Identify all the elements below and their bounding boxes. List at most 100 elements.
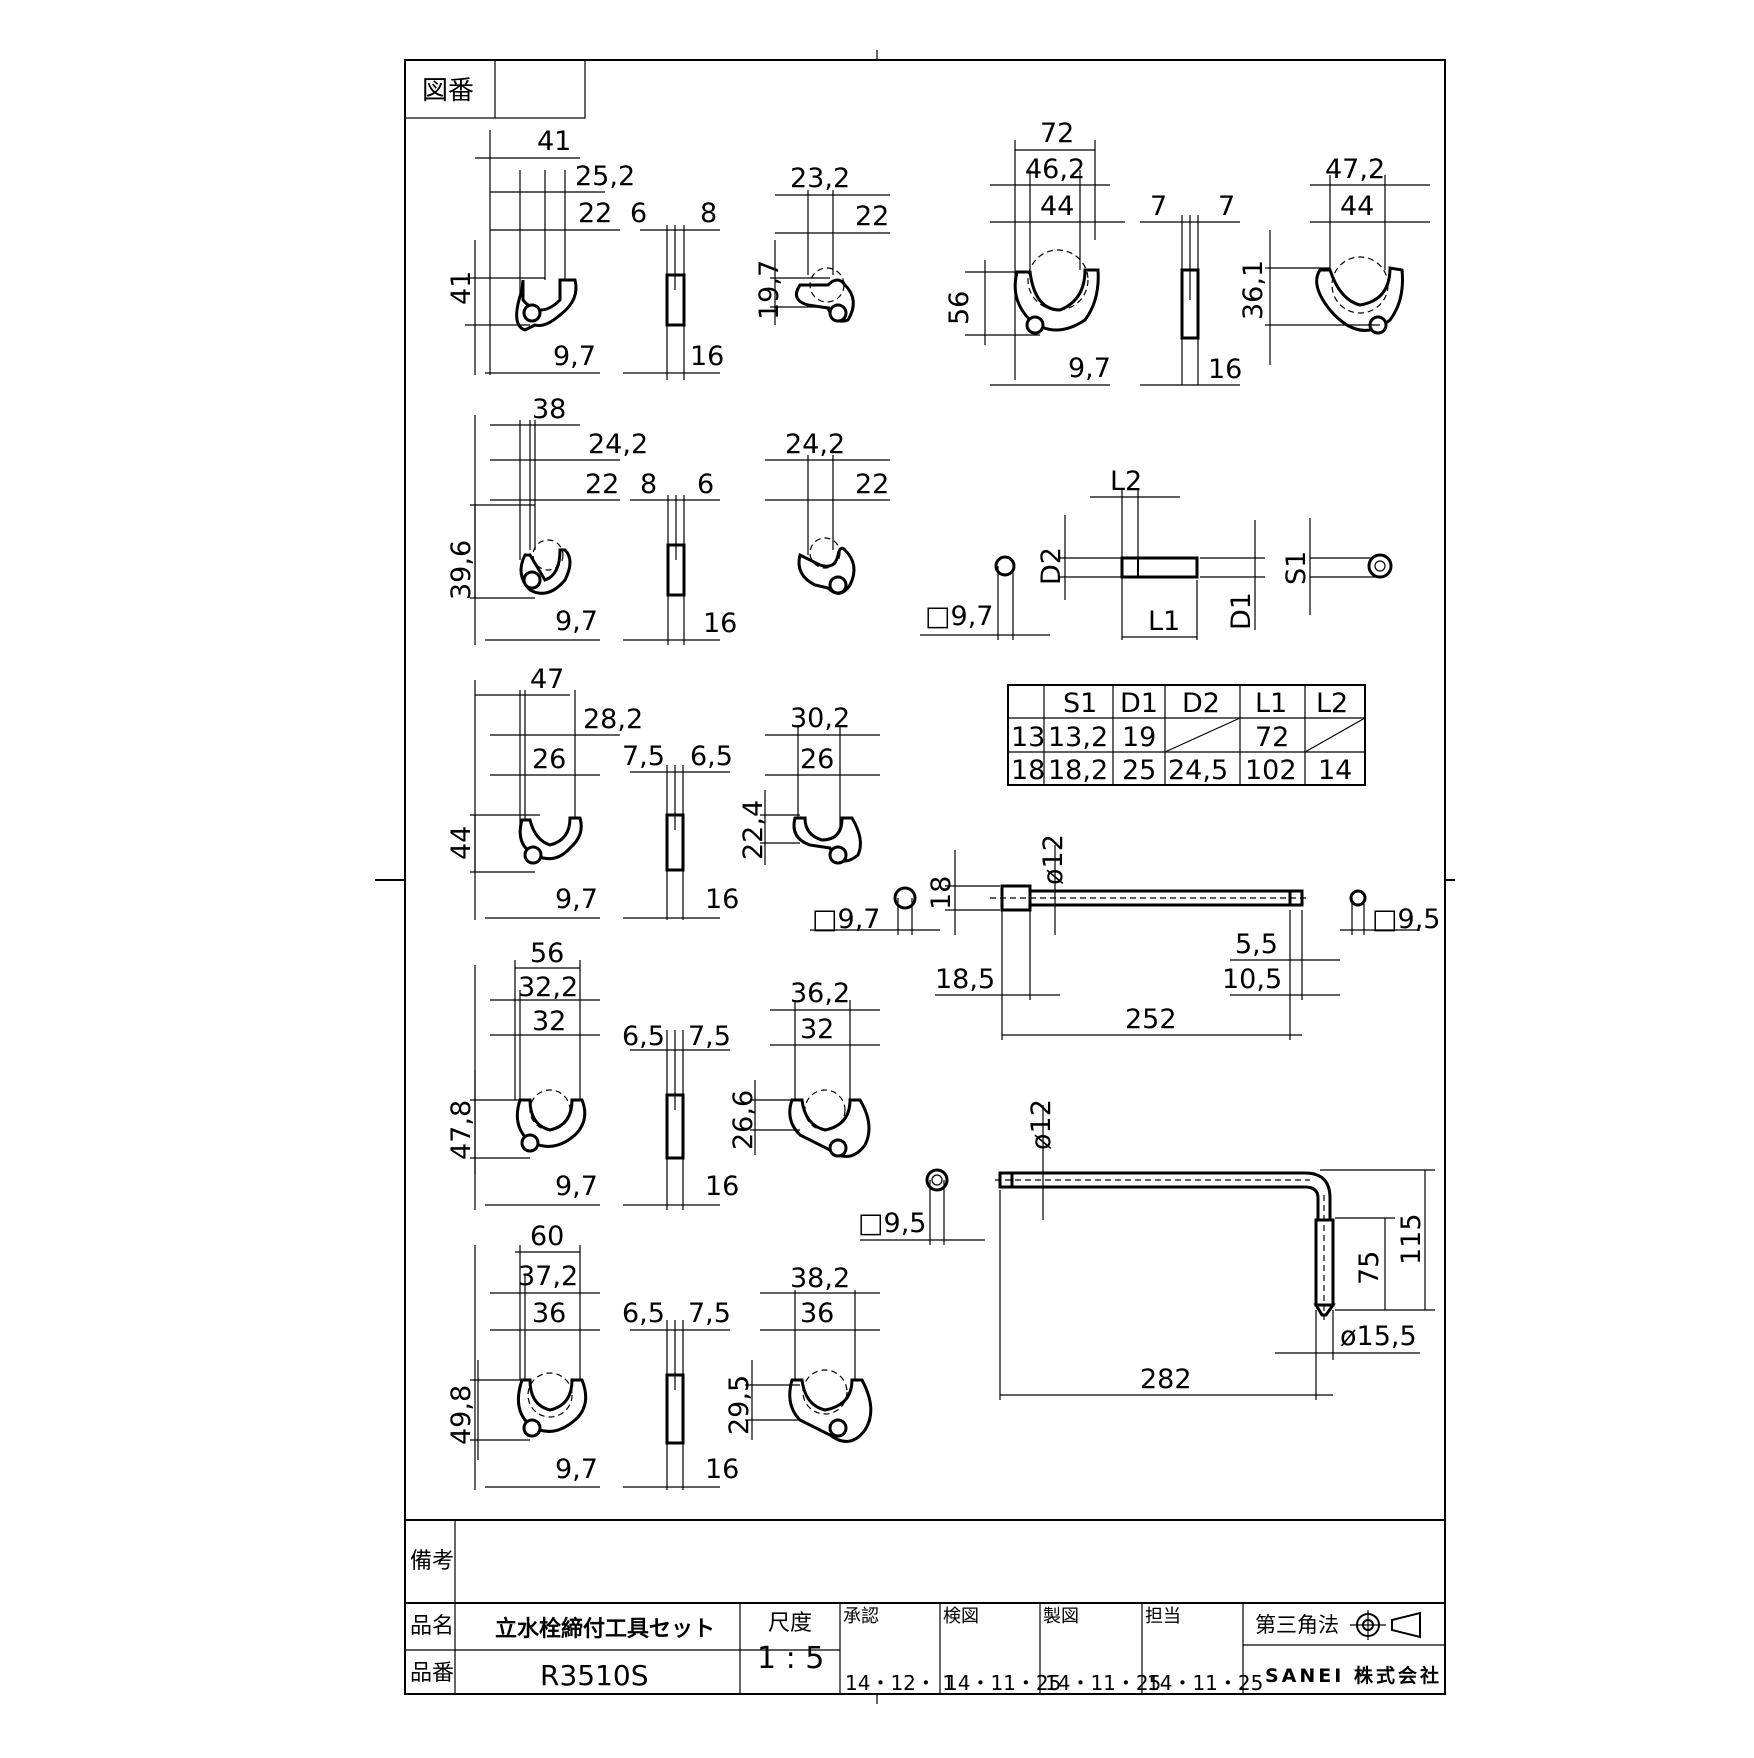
wrench-1-side-view: 6 8 16 (623, 198, 724, 380)
spec-header-l2: L2 (1316, 688, 1348, 719)
wrench-1-side-w: 16 (690, 341, 724, 372)
wrench-11-dim-top: 60 (530, 1221, 564, 1252)
wrench-7-dim-top: 47 (530, 664, 564, 695)
wrench-4-front-view: 47,2 44 36,1 (1238, 154, 1430, 365)
number-value: R3510S (540, 1659, 649, 1692)
wrench-1-side-a: 6 (630, 198, 647, 229)
wrench-9-dim-bottom: 9,7 (555, 1171, 598, 1202)
number-label: 品番 (410, 1661, 454, 1686)
spec-row2-size: 18 (1011, 755, 1045, 786)
handle-bar-sq-right: □9,5 (1372, 904, 1440, 935)
wrench-5-front-view: 38 24,2 22 39,6 9,7 (446, 394, 648, 645)
wrench-12-dim-height: 29,5 (724, 1375, 755, 1435)
wrench-3-side-view: 7 7 16 (1140, 191, 1242, 386)
charge-date: 14・11・25 (1147, 1671, 1263, 1695)
wrench-5-dim-bottom: 9,7 (555, 606, 598, 637)
wrench-3-dim-mid: 46,2 (1025, 154, 1085, 185)
wrench-5-dim-inner: 22 (585, 469, 619, 500)
wrench-9-dim-height: 47,8 (446, 1100, 477, 1160)
projection-label: 第三角法 (1255, 1613, 1339, 1637)
checked-label: 検図 (943, 1606, 979, 1627)
figure-no-label: 図番 (422, 76, 474, 106)
handle-bar-d105: 10,5 (1222, 964, 1282, 995)
spec-row2-d1: 25 (1122, 755, 1156, 786)
wrench-11-side-b: 7,5 (688, 1298, 731, 1329)
wrench-7-side-a: 7,5 (622, 741, 665, 772)
spec-header-s1: S1 (1063, 688, 1097, 719)
handle-bar-length: 252 (1125, 1004, 1177, 1035)
socket-sq: □9,7 (925, 601, 993, 632)
name-value: 立水栓締付工具セット (495, 1616, 715, 1642)
l-handle-phi155: ø15,5 (1340, 1321, 1417, 1352)
wrench-7-side-w: 16 (705, 884, 739, 915)
spec-header-d2: D2 (1182, 688, 1220, 719)
wrench-1-dim-top: 41 (537, 126, 571, 157)
wrench-5-side-a: 8 (640, 469, 657, 500)
wrench-3-side-a: 7 (1150, 191, 1167, 222)
wrench-3-side-w: 16 (1208, 354, 1242, 385)
wrench-7-dim-height: 44 (446, 826, 477, 860)
wrench-4-dim-top: 47,2 (1325, 154, 1385, 185)
wrench-1-dim-height: 41 (446, 271, 477, 305)
wrench-10-dim-inner: 32 (800, 1014, 834, 1045)
wrench-7-dim-inner: 26 (532, 744, 566, 775)
spec-row2-d2: 24,5 (1168, 755, 1228, 786)
socket-s1: S1 (1281, 551, 1312, 585)
wrench-11-side-w: 16 (705, 1454, 739, 1485)
name-label: 品名 (410, 1614, 454, 1639)
wrench-5-side-view: 8 6 16 (623, 469, 737, 645)
checked-date: 14・11・25 (945, 1671, 1061, 1695)
wrench-4-dim-height: 36,1 (1238, 260, 1269, 320)
wrench-8-dim-inner: 26 (800, 744, 834, 775)
socket-d1: D1 (1226, 592, 1257, 630)
wrench-1-dim-bottom: 9,7 (553, 341, 596, 372)
wrench-6-dim-inner: 22 (855, 469, 889, 500)
spec-header-d1: D1 (1120, 688, 1158, 719)
wrench-5-dim-height: 39,6 (446, 540, 477, 600)
wrench-5-dim-top: 38 (532, 394, 566, 425)
spec-header-l1: L1 (1255, 688, 1287, 719)
wrench-11-side-view: 6,5 7,5 16 (622, 1298, 739, 1490)
socket-d2: D2 (1036, 547, 1067, 585)
l-handle-phi: ø12 (1026, 1099, 1057, 1150)
socket-tool: □9,7 L2 D2 L1 D1 S1 (920, 466, 1393, 640)
wrench-9-dim-mid: 32,2 (518, 972, 578, 1003)
third-angle-projection-icon (1350, 1610, 1421, 1640)
wrench-5-dim-mid: 24,2 (588, 429, 648, 460)
wrench-12-dim-inner: 36 (800, 1298, 834, 1329)
l-handle-h75: 75 (1354, 1251, 1385, 1285)
wrench-8-dim-height: 22,4 (738, 800, 769, 860)
wrench-11-dim-mid: 37,2 (518, 1261, 578, 1292)
drawing-border (404, 59, 1446, 1695)
approved-label: 承認 (843, 1606, 879, 1627)
wrench-1-dim-mid: 25,2 (575, 161, 635, 192)
wrench-2-dim-top: 23,2 (790, 163, 850, 194)
socket-l1: L1 (1148, 606, 1180, 637)
wrench-12-dim-top: 38,2 (790, 1263, 850, 1294)
wrench-6-front-view: 24,2 22 (765, 429, 890, 595)
title-block: 備考 品名 立水栓締付工具セット 品番 R3510S 尺度 1 : 5 承認 1… (405, 1519, 1445, 1695)
wrench-9-dim-inner: 32 (532, 1006, 566, 1037)
wrench-9-side-w: 16 (705, 1171, 739, 1202)
handle-bar-h18: 18 (926, 876, 957, 910)
socket-l2: L2 (1110, 466, 1142, 497)
l-handle-length: 282 (1140, 1364, 1192, 1395)
wrench-11-side-a: 6,5 (622, 1298, 665, 1329)
wrench-3-dim-inner: 44 (1040, 191, 1074, 222)
spec-row1-s1: 13,2 (1048, 722, 1108, 753)
figure-number-box: 図番 (404, 59, 586, 119)
handle-bar-sq-left: □9,7 (812, 904, 880, 935)
wrench-7-front-view: 47 28,2 26 44 9,7 (446, 664, 643, 920)
wrench-8-front-view: 30,2 26 22,4 (738, 703, 880, 865)
wrench-11-dim-inner: 36 (532, 1298, 566, 1329)
handle-bar: □9,7 ø12 18 □9,5 5,5 10,5 18,5 252 (810, 834, 1440, 1040)
company-name: SANEI 株式会社 (1265, 1664, 1442, 1687)
wrench-3-front-view: 72 46,2 44 56 9,7 (944, 118, 1125, 386)
spec-row1-size: 13 (1011, 722, 1045, 753)
remarks-label: 備考 (410, 1549, 454, 1574)
wrench-1-side-b: 8 (700, 198, 717, 229)
spec-table: S1 D1 D2 L1 L2 13 13,2 19 72 18 18,2 25 … (1007, 684, 1366, 786)
wrench-2-dim-inner: 22 (855, 201, 889, 232)
